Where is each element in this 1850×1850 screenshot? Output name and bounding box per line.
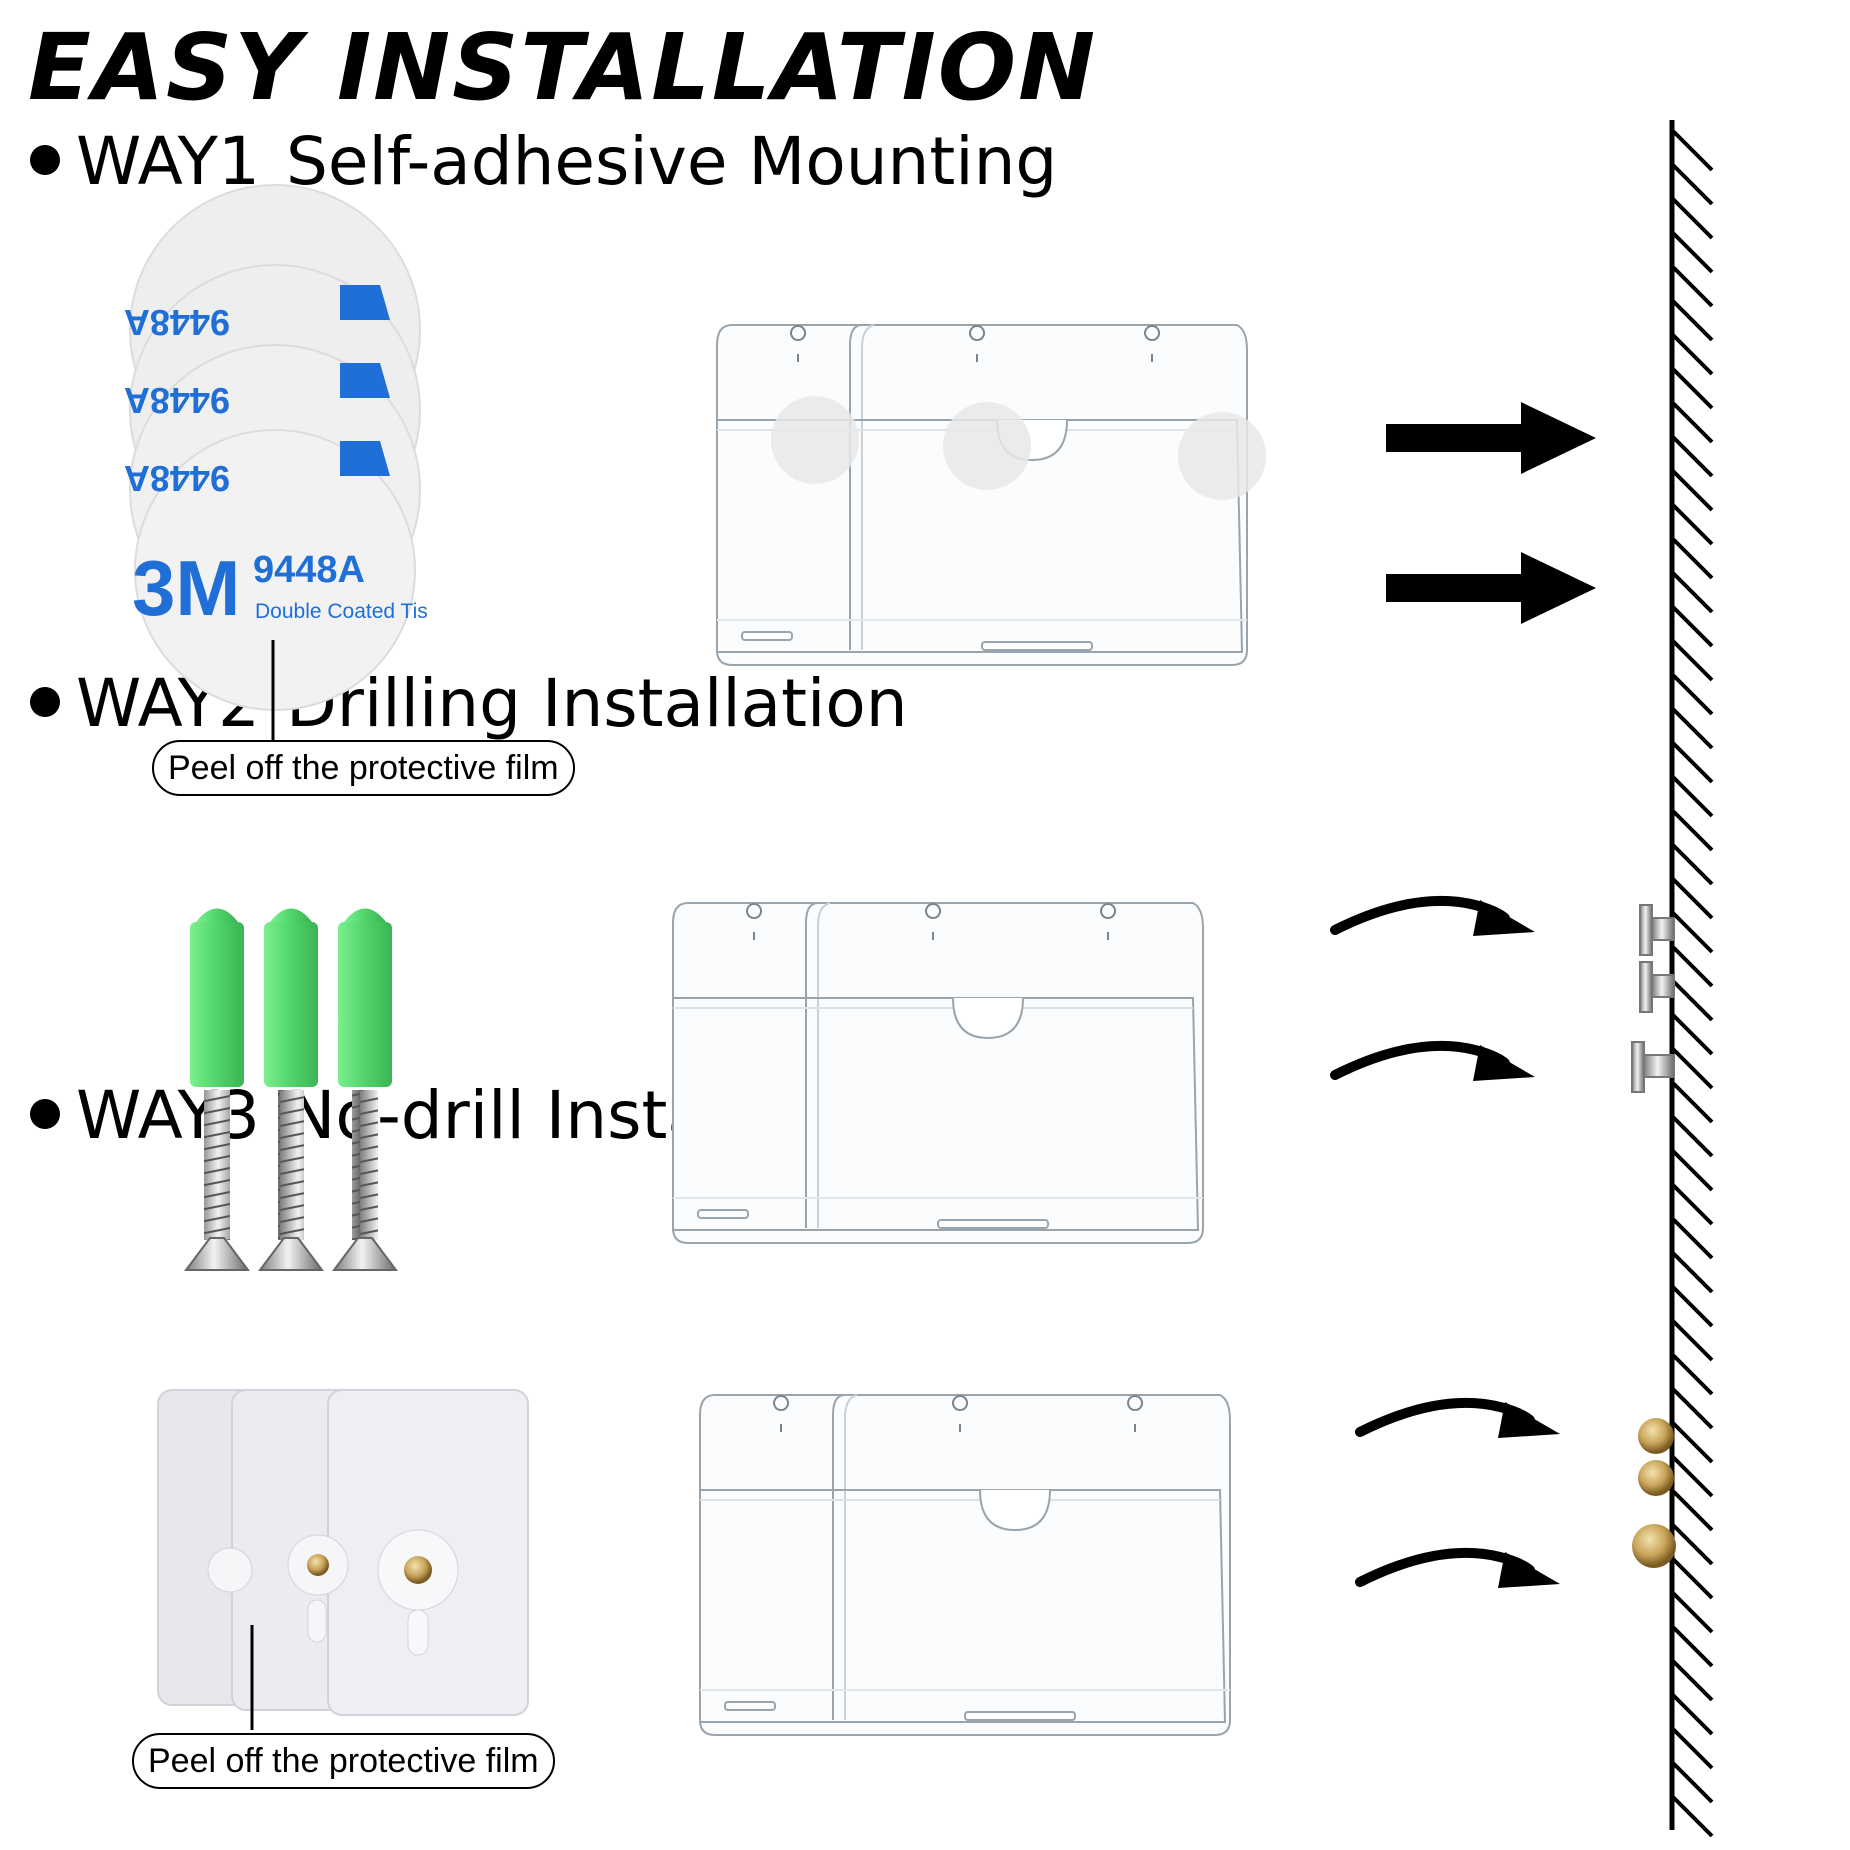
way2-name: Drilling Installation: [285, 665, 908, 742]
hatch-line: [1670, 1216, 1714, 1260]
hatch-line: [1670, 1658, 1714, 1702]
hatch-line: [1670, 502, 1714, 546]
hatch-line: [1670, 1182, 1714, 1226]
hatch-line: [1670, 1012, 1714, 1056]
wall-hatching: [1670, 128, 1714, 1838]
svg-text:9448A: 9448A: [124, 380, 230, 421]
hatch-line: [1670, 1624, 1714, 1668]
adhesive-tape-stack: 9448A 9448A 9448A 3M 9448A Double Coated…: [124, 184, 428, 742]
hatch-line: [1670, 808, 1714, 852]
hatch-line: [1670, 706, 1714, 750]
way1-name: Self-adhesive Mounting: [285, 123, 1058, 200]
way1-heading: WAY1 Self-adhesive Mounting: [30, 122, 1057, 202]
tape-desc: Double Coated Tis: [255, 600, 428, 623]
hatch-line: [1670, 910, 1714, 954]
hatch-line: [1670, 978, 1714, 1022]
hatch-line: [1670, 1488, 1714, 1532]
hatch-line: [1670, 298, 1714, 342]
hatch-line: [1670, 230, 1714, 274]
page-title: EASY INSTALLATION: [28, 14, 1098, 121]
hatch-line: [1670, 1420, 1714, 1464]
hatch-line: [1670, 196, 1714, 240]
bullet-icon: [30, 144, 60, 175]
curved-arrow-icon: [1360, 1402, 1560, 1438]
curved-arrow-icon: [1335, 900, 1535, 936]
holder-way3: [699, 1394, 1231, 1736]
wall-anchors-and-screws: [184, 908, 398, 1271]
hatch-line: [1670, 1522, 1714, 1566]
hatch-line: [1670, 604, 1714, 648]
hatch-line: [1670, 1148, 1714, 1192]
hatch-line: [1670, 1590, 1714, 1634]
way1-number: WAY1: [76, 123, 260, 200]
hatch-line: [1670, 1284, 1714, 1328]
hatch-line: [1670, 1692, 1714, 1736]
hatch-line: [1670, 366, 1714, 410]
hatch-line: [1670, 842, 1714, 886]
hatch-line: [1670, 1080, 1714, 1124]
bullet-icon: [30, 1098, 60, 1129]
hatch-line: [1670, 264, 1714, 308]
hatch-line: [1670, 672, 1714, 716]
hatch-line: [1670, 570, 1714, 614]
wall-studs: [1632, 1418, 1676, 1568]
arrow-right-icon: [1386, 552, 1596, 624]
hatch-line: [1670, 876, 1714, 920]
hatch-line: [1670, 1114, 1714, 1158]
hatch-line: [1670, 1352, 1714, 1396]
tape-code: 9448A: [253, 549, 365, 591]
hatch-line: [1670, 1726, 1714, 1770]
svg-text:9448A: 9448A: [124, 302, 230, 343]
hatch-line: [1670, 400, 1714, 444]
hatch-line: [1670, 944, 1714, 988]
holder-way2: [672, 902, 1204, 1244]
curved-arrow-icon: [1335, 1045, 1535, 1081]
svg-text:9448A: 9448A: [124, 458, 230, 499]
hatch-line: [1670, 774, 1714, 818]
hatch-line: [1670, 1794, 1714, 1838]
hatch-line: [1670, 536, 1714, 580]
wall-screws: [1631, 904, 1675, 1093]
hatch-line: [1670, 1318, 1714, 1362]
way1-film-callout: Peel off the protective film: [152, 740, 575, 796]
screw-anchor-icon: [258, 908, 324, 1271]
holder-way1: [716, 324, 1266, 666]
arrow-right-icon: [1386, 402, 1596, 474]
bullet-icon: [30, 686, 60, 717]
hatch-line: [1670, 1760, 1714, 1804]
screw-anchor-icon: [184, 908, 250, 1271]
hatch-line: [1670, 740, 1714, 784]
hatch-line: [1670, 128, 1714, 172]
tape-brand: 3M: [132, 544, 240, 632]
hatch-line: [1670, 1250, 1714, 1294]
hatch-line: [1670, 1046, 1714, 1090]
hatch-line: [1670, 468, 1714, 512]
way3-film-callout: Peel off the protective film: [132, 1733, 555, 1789]
curved-arrow-icon: [1360, 1552, 1560, 1588]
hatch-line: [1670, 1556, 1714, 1600]
hatch-line: [1670, 638, 1714, 682]
hatch-line: [1670, 1454, 1714, 1498]
adhesive-hooks: [157, 1389, 529, 1730]
hatch-line: [1670, 1386, 1714, 1430]
hatch-line: [1670, 434, 1714, 478]
hatch-line: [1670, 162, 1714, 206]
screw-anchor-icon: [332, 908, 398, 1271]
hatch-line: [1670, 332, 1714, 376]
